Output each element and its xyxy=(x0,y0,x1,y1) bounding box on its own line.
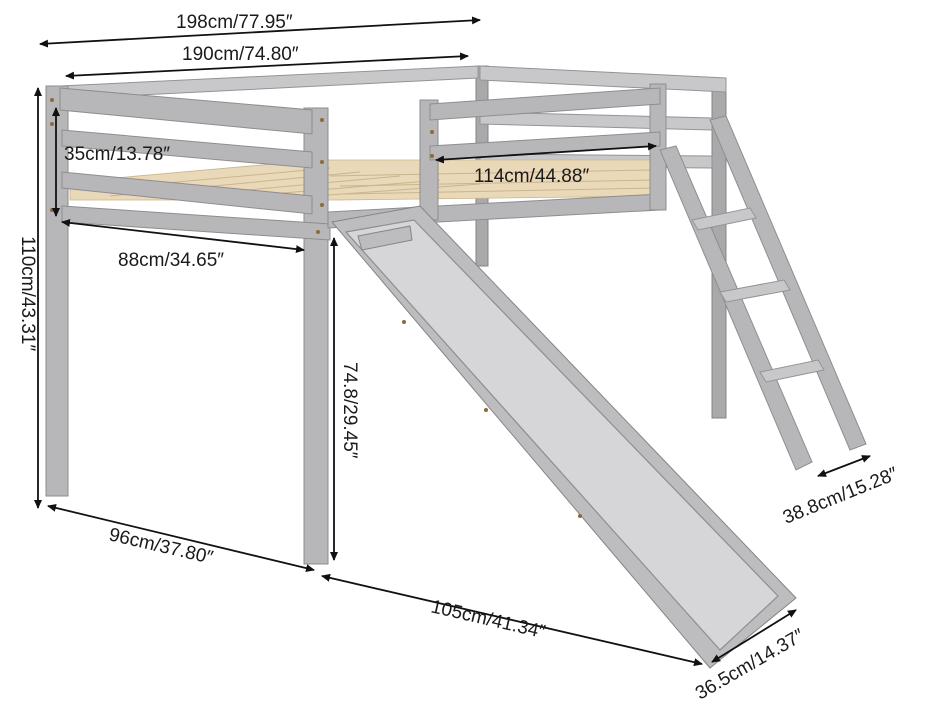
back-top-rail-right xyxy=(479,65,727,93)
arrow-ladder-width xyxy=(817,455,871,477)
frame-bolts xyxy=(50,98,434,234)
slide-bolts xyxy=(402,320,582,518)
label-guardrail-height: 35cm/13.78″ xyxy=(64,144,170,165)
end-top-rail xyxy=(59,87,313,135)
end-mid-rail xyxy=(61,129,313,169)
dimension-arrows xyxy=(34,16,871,667)
label-slide-height: 74.8/29.45″ xyxy=(339,362,360,459)
arrow-overall-length xyxy=(39,16,481,48)
label-overall-width: 96cm/37.80″ xyxy=(107,524,215,568)
label-inner-length: 190cm/74.80″ xyxy=(182,44,299,65)
label-ladder-width: 38.8cm/15.28″ xyxy=(780,463,901,528)
ladder-left-rail xyxy=(659,145,813,471)
ladder xyxy=(659,115,867,471)
arrow-overall-width xyxy=(47,503,315,573)
arrow-gate-opening xyxy=(435,142,657,164)
label-overall-length: 198cm/77.95″ xyxy=(176,12,293,33)
ladder-rung-1 xyxy=(691,207,757,231)
label-total-height: 110cm/43.31″ xyxy=(17,236,38,351)
slide xyxy=(331,205,797,669)
ladder-rung-3 xyxy=(759,359,825,383)
label-slide-length: 105cm/41.34″ xyxy=(429,596,548,643)
end-low-rail xyxy=(61,171,313,215)
label-side-depth: 88cm/34.65″ xyxy=(118,250,224,271)
label-gate-opening: 114cm/44.88″ xyxy=(474,166,589,187)
slide-surface xyxy=(344,219,779,651)
front-guard-top xyxy=(429,87,661,121)
arrow-side-depth xyxy=(61,218,305,254)
ladder-right-rail xyxy=(709,115,867,451)
ladder-rung-2 xyxy=(719,279,791,303)
arrow-slide-width xyxy=(711,609,797,663)
arrow-slide-length xyxy=(321,573,703,667)
slide-top-lip xyxy=(357,225,413,251)
back-mid-rail xyxy=(479,111,713,131)
front-middle-post xyxy=(303,107,329,565)
arrow-inner-length xyxy=(65,52,469,80)
